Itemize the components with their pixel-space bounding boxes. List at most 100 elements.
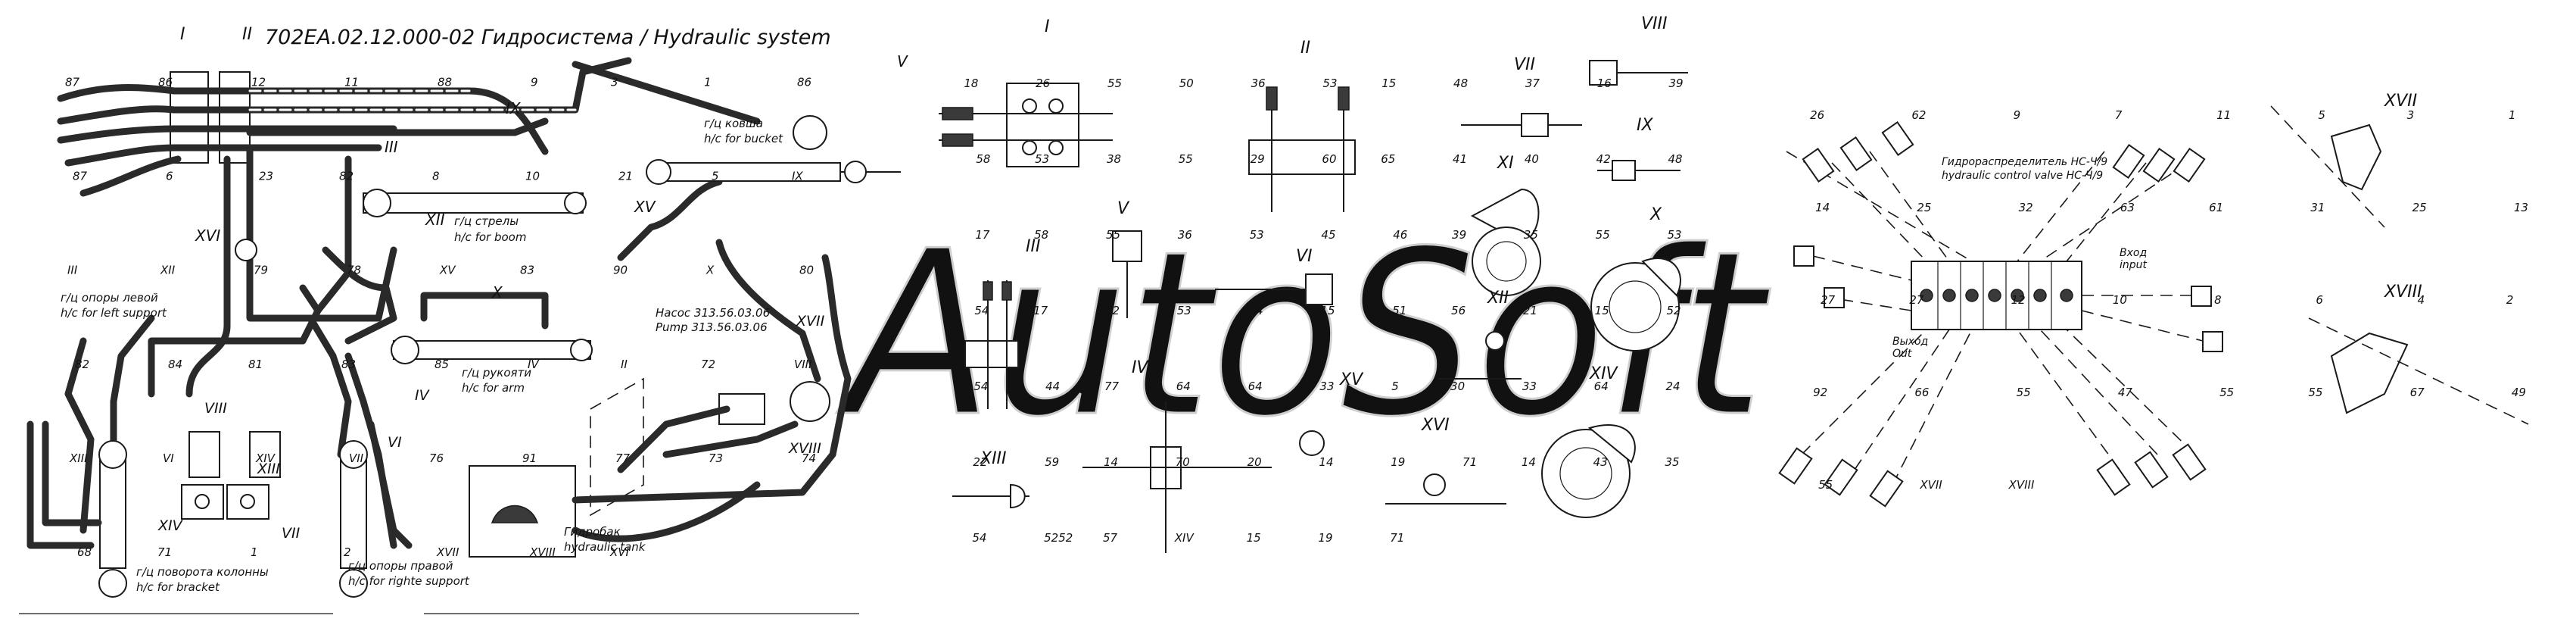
callout-71: 71 xyxy=(1390,531,1404,545)
callout-77: 77 xyxy=(1104,380,1120,393)
view-xv-fitting xyxy=(1299,430,1325,456)
control-valve-schematic: Гидрораспределитель НС-Ч/9 hydraulic con… xyxy=(1778,120,2223,508)
callout-55: 55 xyxy=(2308,386,2322,399)
view-xvi-fitting xyxy=(1423,473,1446,496)
callout-35: 35 xyxy=(1665,455,1680,469)
callout-33: 33 xyxy=(1319,380,1334,393)
callout-24: 24 xyxy=(1666,380,1680,393)
callout-16: 16 xyxy=(1597,77,1612,90)
callout-61: 61 xyxy=(2209,201,2223,214)
callout-XVIII: XVIII xyxy=(529,545,556,559)
callout-62: 62 xyxy=(1911,108,1926,122)
callout-VII: VII xyxy=(349,451,364,465)
callout-XIV: XIV xyxy=(1174,531,1195,545)
callout-7: 7 xyxy=(2115,108,2123,122)
callout-12: 12 xyxy=(251,75,266,89)
right-support-label-ru: г/ц опоры правой xyxy=(348,559,453,573)
view-label-iv-left: IV xyxy=(415,387,431,404)
fitting-12 xyxy=(1778,447,1813,485)
callout-15: 15 xyxy=(1595,304,1609,317)
view-i-title: I xyxy=(1045,17,1050,36)
callout-XVI: XVI xyxy=(609,545,630,559)
callout-54: 54 xyxy=(973,380,988,393)
callout-22: 22 xyxy=(973,455,987,469)
fitting-8 xyxy=(1869,470,1904,508)
view-label-ii: II xyxy=(242,25,252,44)
callout-1: 1 xyxy=(704,75,712,89)
callout-64: 64 xyxy=(1176,380,1191,393)
callout-92: 92 xyxy=(1813,386,1827,399)
callout-87: 87 xyxy=(73,169,88,183)
view-label-xvii-left: XVII xyxy=(796,313,825,330)
callout-55: 55 xyxy=(2219,386,2234,399)
callout-68: 68 xyxy=(77,545,92,559)
callout-30: 30 xyxy=(1450,380,1465,393)
valve-output-ru: Выход xyxy=(1892,336,1928,348)
callout-64: 64 xyxy=(1594,380,1609,393)
fitting-5 xyxy=(2112,143,2145,180)
callout-X: X xyxy=(706,264,715,277)
callout-5: 5 xyxy=(712,169,719,183)
view-xviii-title: XVIII xyxy=(2384,283,2422,302)
fitting-6 xyxy=(2096,458,2131,496)
callout-6: 6 xyxy=(2316,293,2323,307)
view-xv-title: XV xyxy=(1339,370,1364,389)
callout-3: 3 xyxy=(2407,108,2415,122)
view-label-xiv-left: XIV xyxy=(157,517,184,534)
view-ix-fitting xyxy=(1612,160,1636,181)
callout-50: 50 xyxy=(1179,77,1194,90)
callout-38: 38 xyxy=(1107,152,1121,166)
callout-IV: IV xyxy=(528,358,540,371)
callout-25: 25 xyxy=(1917,201,1931,214)
fitting-input xyxy=(2191,286,2212,307)
view-xvi-title: XVI xyxy=(1421,416,1450,435)
callout-26: 26 xyxy=(1810,108,1824,122)
right-support-label-en: h/c for rightе support xyxy=(348,574,470,588)
callout-5252: 5252 xyxy=(1044,531,1073,545)
callout-87: 87 xyxy=(65,75,80,89)
pump-label-en: Pump 313.56.03.06 xyxy=(656,320,768,334)
callout-58: 58 xyxy=(976,152,990,166)
callout-34: 34 xyxy=(1249,304,1263,317)
callout-85: 85 xyxy=(435,358,449,371)
callout-54: 54 xyxy=(974,304,989,317)
callout-81: 81 xyxy=(248,358,263,371)
callout-53: 53 xyxy=(1035,152,1049,166)
callout-XVII: XVII xyxy=(436,545,459,559)
boom-label-en: h/c for boom xyxy=(454,230,526,244)
bracket-cylinder-2 xyxy=(226,484,269,520)
fitting-3 xyxy=(2142,147,2176,183)
callout-56: 56 xyxy=(1451,304,1466,317)
callout-15: 15 xyxy=(1247,531,1261,545)
view-iii-title: III xyxy=(1026,237,1040,256)
arm-label-ru: г/ц рукояти xyxy=(462,366,531,380)
callout-71: 71 xyxy=(1462,455,1477,469)
view-xiv-title: XIV xyxy=(1589,364,1619,383)
fitting-13 xyxy=(2202,331,2223,352)
view-label-vii-left: VII xyxy=(282,525,301,542)
callout-83: 83 xyxy=(520,264,534,277)
view-label-ix-left: IX xyxy=(506,99,522,117)
view-xvii-title: XVII xyxy=(2384,92,2417,111)
view-label-viii-left: VIII xyxy=(204,400,227,417)
callout-13: 13 xyxy=(2514,201,2528,214)
callout-66: 66 xyxy=(1914,386,1929,399)
callout-83: 83 xyxy=(341,358,356,371)
callout-25: 25 xyxy=(2412,201,2427,214)
callout-15: 15 xyxy=(1320,304,1335,317)
fitting-11 xyxy=(1802,147,1835,183)
callout-5: 5 xyxy=(2318,108,2325,122)
callout-39: 39 xyxy=(1669,77,1684,90)
callout-9: 9 xyxy=(2014,108,2021,122)
callout-70: 70 xyxy=(1176,455,1190,469)
callout-12: 12 xyxy=(2011,293,2026,307)
callout-14: 14 xyxy=(1319,455,1333,469)
callout-59: 59 xyxy=(1045,455,1059,469)
callout-XIII: XIII xyxy=(69,451,88,465)
view-label-x-left: X xyxy=(491,283,503,302)
callout-8: 8 xyxy=(2214,293,2222,307)
callout-42: 42 xyxy=(1596,152,1611,166)
callout-55: 55 xyxy=(1818,478,1833,492)
callout-91: 91 xyxy=(522,451,537,465)
callout-2: 2 xyxy=(2506,293,2514,307)
